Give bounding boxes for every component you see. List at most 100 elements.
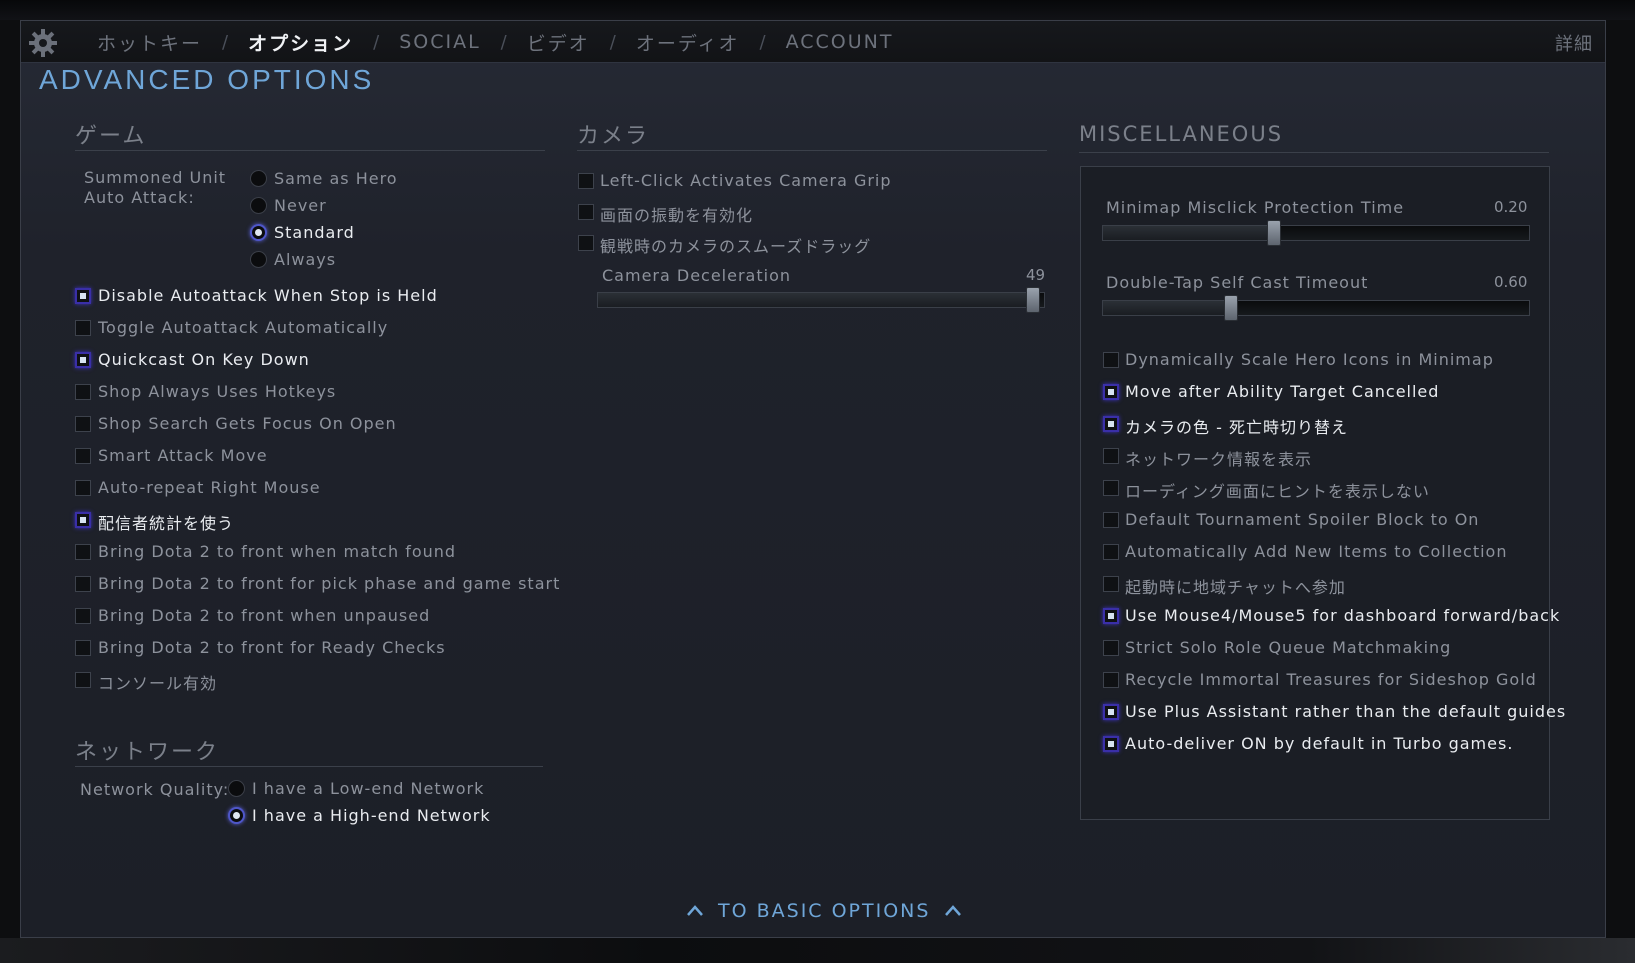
- camera-section-divider: [577, 150, 1047, 151]
- tab-audio[interactable]: オーディオ: [635, 32, 740, 55]
- slider-handle[interactable]: [1025, 287, 1040, 313]
- to-basic-options-label: TO BASIC OPTIONS: [718, 900, 931, 922]
- checkbox-label: カメラの色 - 死亡時切り替え: [1125, 418, 1348, 437]
- checkbox[interactable]: [75, 448, 91, 464]
- minimap-misclick-value: 0.20: [1494, 198, 1528, 216]
- checkbox[interactable]: [1103, 352, 1119, 368]
- checkbox-label: Shop Always Uses Hotkeys: [98, 382, 337, 401]
- checkbox[interactable]: [578, 235, 594, 251]
- top-nav-bar: ホットキー / オプション / SOCIAL / ビデオ / オーディオ / A…: [21, 21, 1605, 63]
- slider-fill: [1103, 301, 1232, 315]
- camera-section-heading: カメラ: [577, 124, 650, 149]
- page-title: ADVANCED OPTIONS: [39, 64, 375, 95]
- checkbox-label: ネットワーク情報を表示: [1125, 450, 1313, 469]
- radio-button[interactable]: [250, 251, 267, 268]
- auto-attack-label: Auto Attack:: [84, 188, 195, 207]
- minimap-misclick-label: Minimap Misclick Protection Time: [1106, 198, 1405, 217]
- checkbox[interactable]: [1103, 640, 1119, 656]
- minimap-misclick-slider[interactable]: [1102, 220, 1530, 246]
- radio-button[interactable]: [250, 197, 267, 214]
- checkbox[interactable]: [75, 576, 91, 592]
- tab-social[interactable]: SOCIAL: [399, 31, 481, 53]
- tab-account[interactable]: ACCOUNT: [785, 31, 894, 53]
- tab-options[interactable]: オプション: [248, 32, 354, 55]
- checkbox[interactable]: [75, 352, 91, 368]
- network-section-heading: ネットワーク: [75, 740, 220, 765]
- checkbox[interactable]: [1103, 384, 1119, 400]
- background-bottom: [0, 938, 1635, 963]
- checkbox[interactable]: [1103, 512, 1119, 528]
- tab-separator: /: [609, 31, 616, 53]
- camera-deceleration-slider[interactable]: [597, 287, 1045, 313]
- checkbox[interactable]: [75, 416, 91, 432]
- checkbox[interactable]: [1103, 544, 1119, 560]
- checkbox[interactable]: [1103, 448, 1119, 464]
- network-quality-label: Network Quality:: [80, 780, 230, 799]
- checkbox[interactable]: [1103, 672, 1119, 688]
- checkbox[interactable]: [75, 480, 91, 496]
- checkbox[interactable]: [1103, 608, 1119, 624]
- checkbox[interactable]: [1103, 576, 1119, 592]
- checkbox[interactable]: [75, 512, 91, 528]
- checkbox-label: Bring Dota 2 to front when match found: [98, 542, 457, 561]
- tab-video[interactable]: ビデオ: [526, 32, 590, 55]
- tab-list: ホットキー / オプション / SOCIAL / ビデオ / オーディオ / A…: [91, 21, 899, 63]
- checkbox-label: Auto-deliver ON by default in Turbo game…: [1125, 734, 1514, 753]
- checkbox[interactable]: [75, 320, 91, 336]
- slider-fill: [598, 293, 1033, 307]
- camera-deceleration-label: Camera Deceleration: [602, 266, 791, 285]
- checkbox-label: Left-Click Activates Camera Grip: [600, 171, 892, 190]
- checkbox-label: Move after Ability Target Cancelled: [1125, 382, 1440, 401]
- checkbox[interactable]: [1103, 416, 1119, 432]
- checkbox[interactable]: [75, 640, 91, 656]
- checkbox-label: Automatically Add New Items to Collectio…: [1125, 542, 1508, 561]
- checkbox[interactable]: [1103, 704, 1119, 720]
- checkbox[interactable]: [578, 173, 594, 189]
- slider-handle[interactable]: [1224, 295, 1239, 321]
- checkbox-label: Smart Attack Move: [98, 446, 268, 465]
- checkbox-label: Shop Search Gets Focus On Open: [98, 414, 397, 433]
- checkbox-label: 起動時に地域チャットへ参加: [1125, 578, 1346, 597]
- tab-separator: /: [222, 31, 229, 53]
- checkbox-label: Recycle Immortal Treasures for Sideshop …: [1125, 670, 1537, 689]
- checkbox-label: Bring Dota 2 to front for pick phase and…: [98, 574, 561, 593]
- checkbox[interactable]: [75, 384, 91, 400]
- tab-separator: /: [759, 31, 766, 53]
- radio-button[interactable]: [250, 224, 267, 241]
- misc-panel: [1080, 166, 1550, 820]
- to-basic-options-button[interactable]: TO BASIC OPTIONS: [686, 900, 962, 922]
- checkbox-label: 観戦時のカメラのスムーズドラッグ: [600, 237, 872, 256]
- checkbox-label: Dynamically Scale Hero Icons in Minimap: [1125, 350, 1494, 369]
- checkbox[interactable]: [75, 672, 91, 688]
- checkbox[interactable]: [578, 204, 594, 220]
- gear-icon[interactable]: [27, 27, 59, 59]
- checkbox[interactable]: [75, 288, 91, 304]
- radio-button[interactable]: [228, 780, 245, 797]
- radio-label: Always: [274, 250, 337, 269]
- checkbox[interactable]: [75, 608, 91, 624]
- radio-button[interactable]: [228, 807, 245, 824]
- checkbox-label: Disable Autoattack When Stop is Held: [98, 286, 438, 305]
- double-tap-label: Double-Tap Self Cast Timeout: [1106, 273, 1369, 292]
- checkbox-label: Use Plus Assistant rather than the defau…: [1125, 702, 1567, 721]
- summoned-unit-label: Summoned Unit: [84, 168, 227, 187]
- checkbox[interactable]: [75, 544, 91, 560]
- radio-label: Standard: [274, 223, 355, 242]
- radio-label: I have a Low-end Network: [252, 779, 485, 798]
- misc-section-heading: MISCELLANEOUS: [1079, 122, 1284, 146]
- checkbox-label: Quickcast On Key Down: [98, 350, 310, 369]
- chevron-up-icon: [687, 905, 703, 916]
- slider-handle[interactable]: [1267, 220, 1282, 246]
- checkbox[interactable]: [1103, 736, 1119, 752]
- double-tap-value: 0.60: [1494, 273, 1528, 291]
- checkbox-label: 配信者統計を使う: [98, 514, 235, 533]
- radio-label: Same as Hero: [274, 169, 398, 188]
- details-button[interactable]: 詳細: [1555, 34, 1593, 55]
- checkbox-label: 画面の振動を有効化: [600, 206, 754, 225]
- checkbox[interactable]: [1103, 480, 1119, 496]
- tab-hotkeys[interactable]: ホットキー: [97, 32, 203, 55]
- checkbox-label: Toggle Autoattack Automatically: [98, 318, 389, 337]
- double-tap-slider[interactable]: [1102, 295, 1530, 321]
- radio-button[interactable]: [250, 170, 267, 187]
- camera-deceleration-value: 49: [1026, 266, 1046, 284]
